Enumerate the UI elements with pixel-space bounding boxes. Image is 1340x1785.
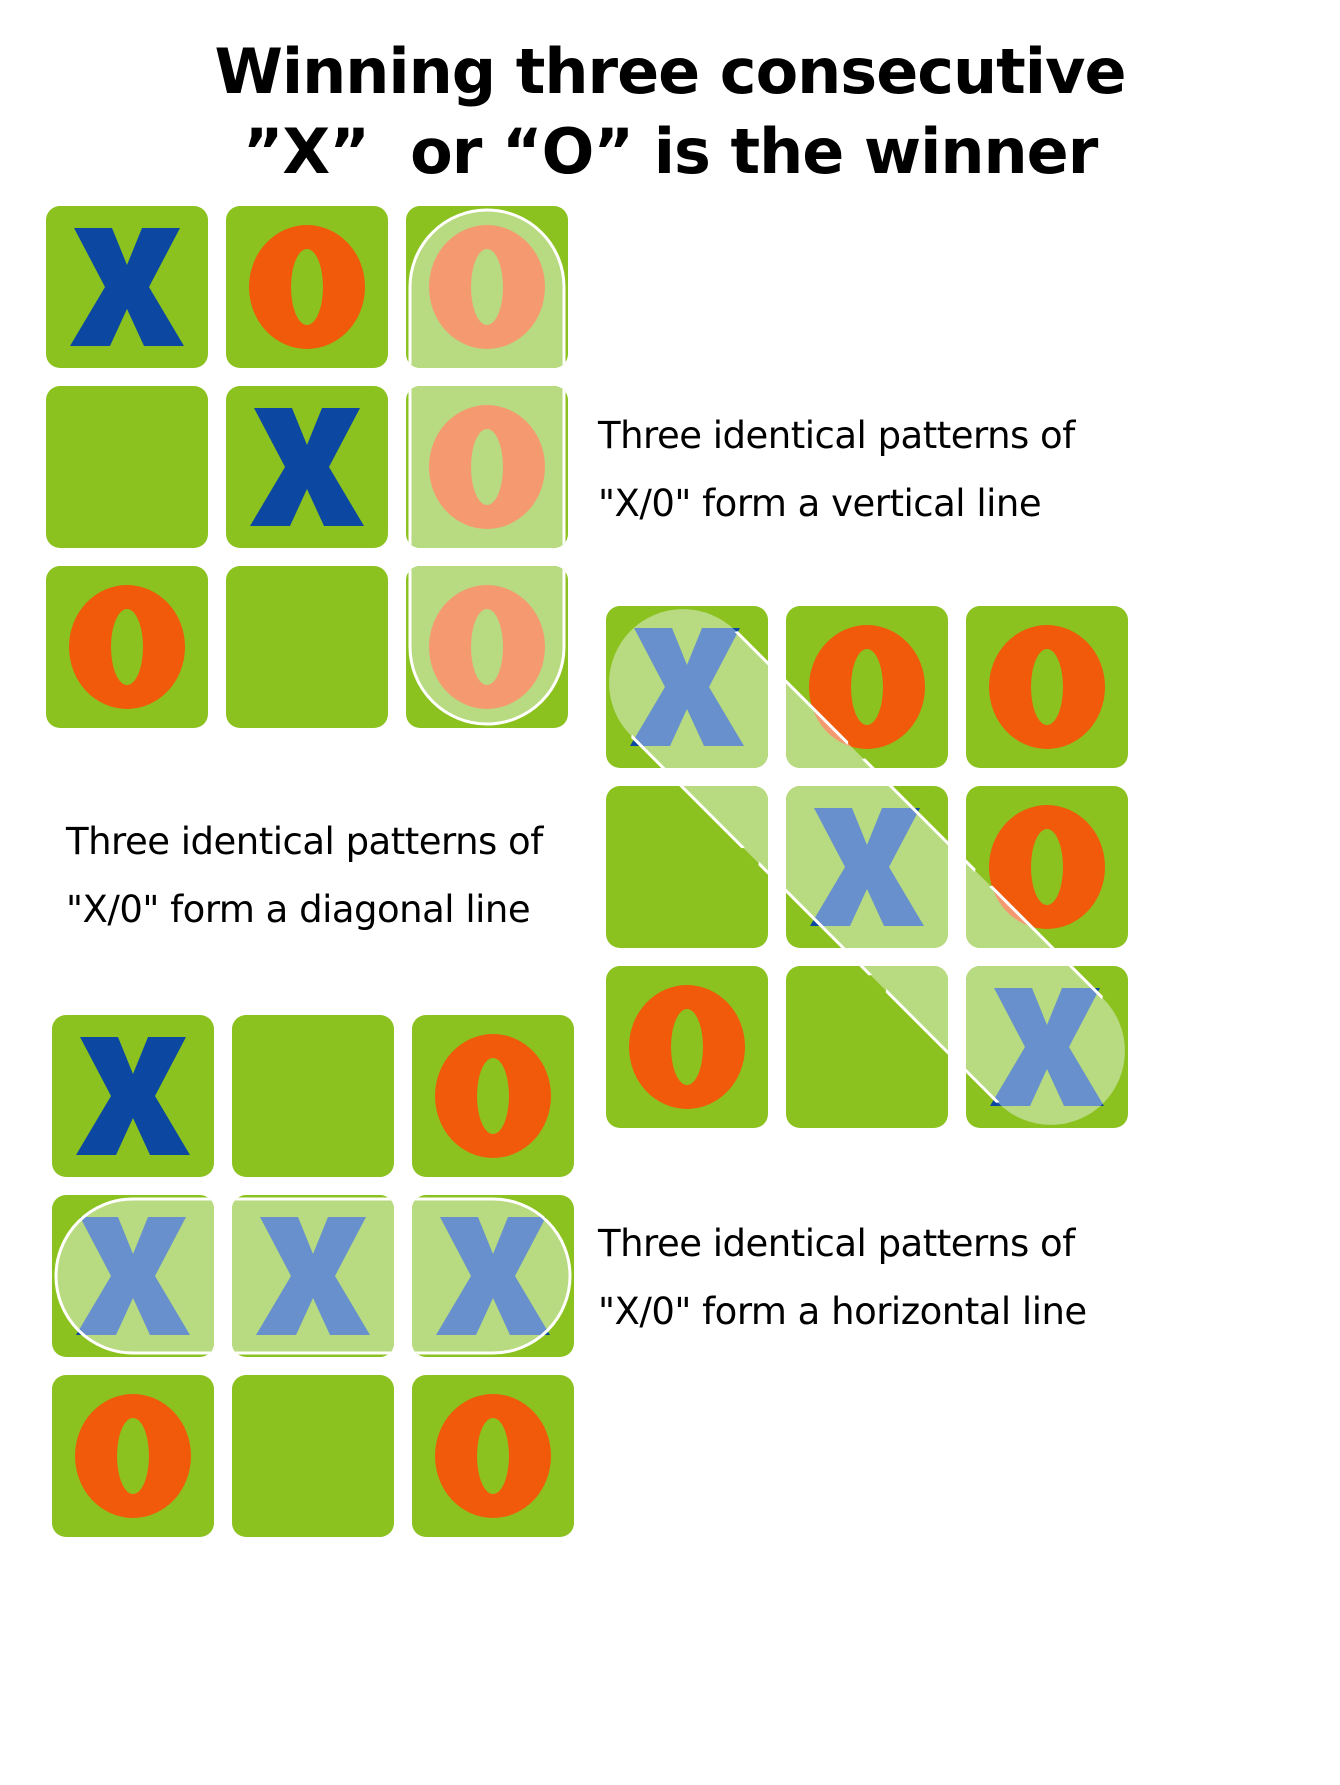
board-horizontal-cell-r2-c1-empty	[232, 1375, 394, 1537]
board-horizontal-cell-r2-c2-o	[412, 1375, 574, 1537]
page-title: Winning three consecutive ”X” or “O” is …	[0, 32, 1340, 192]
board-vertical-cell-r0-c0-x	[46, 206, 208, 368]
caption-vertical-line-1: Three identical patterns of	[598, 414, 1075, 457]
board-vertical-cell-r2-c0-o	[46, 566, 208, 728]
board-diagonal-cell-r1-c1-x	[786, 786, 948, 948]
caption-horizontal-line-1: Three identical patterns of	[598, 1222, 1075, 1265]
board-diagonal-cell-r0-c1-o	[786, 606, 948, 768]
caption-horizontal-line-2: "X/0" form a horizontal line	[598, 1290, 1087, 1333]
board-horizontal-cell-r1-c1-x	[232, 1195, 394, 1357]
board-diagonal-cell-r2-c2-x	[966, 966, 1128, 1128]
board-vertical-cell-r1-c0-empty	[46, 386, 208, 548]
board-horizontal-cell-r0-c2-o	[412, 1015, 574, 1177]
board-diagonal-cell-r0-c2-o	[966, 606, 1128, 768]
board-vertical-cell-r1-c1-x	[226, 386, 388, 548]
board-horizontal-cell-r1-c2-x	[412, 1195, 574, 1357]
caption-horizontal: Three identical patterns of "X/0" form a…	[598, 1210, 1087, 1346]
board-vertical-cell-r0-c2-o	[406, 206, 568, 368]
board-horizontal-win	[52, 1015, 582, 1545]
title-line-2: ”X” or “O” is the winner	[242, 115, 1099, 188]
board-vertical-cell-r2-c1-empty	[226, 566, 388, 728]
caption-vertical-line-2: "X/0" form a vertical line	[598, 482, 1042, 525]
board-diagonal-cell-r2-c1-empty	[786, 966, 948, 1128]
board-horizontal-cell-r0-c0-x	[52, 1015, 214, 1177]
board-vertical-cell-r0-c1-o	[226, 206, 388, 368]
caption-diagonal-line-2: "X/0" form a diagonal line	[66, 888, 531, 931]
board-vertical-win	[46, 206, 576, 736]
board-horizontal-cell-r2-c0-o	[52, 1375, 214, 1537]
board-diagonal-cell-r1-c2-o	[966, 786, 1128, 948]
board-vertical-cell-r1-c2-o	[406, 386, 568, 548]
caption-vertical: Three identical patterns of "X/0" form a…	[598, 402, 1075, 538]
title-line-1: Winning three consecutive	[214, 35, 1127, 108]
board-horizontal-cell-r1-c0-x	[52, 1195, 214, 1357]
board-diagonal-cell-r1-c0-empty	[606, 786, 768, 948]
board-diagonal-win	[606, 606, 1136, 1136]
board-diagonal-cell-r2-c0-o	[606, 966, 768, 1128]
board-vertical-cell-r2-c2-o	[406, 566, 568, 728]
board-diagonal-cell-r0-c0-x	[606, 606, 768, 768]
caption-diagonal-line-1: Three identical patterns of	[66, 820, 543, 863]
board-horizontal-cell-r0-c1-empty	[232, 1015, 394, 1177]
caption-diagonal: Three identical patterns of "X/0" form a…	[66, 808, 543, 944]
